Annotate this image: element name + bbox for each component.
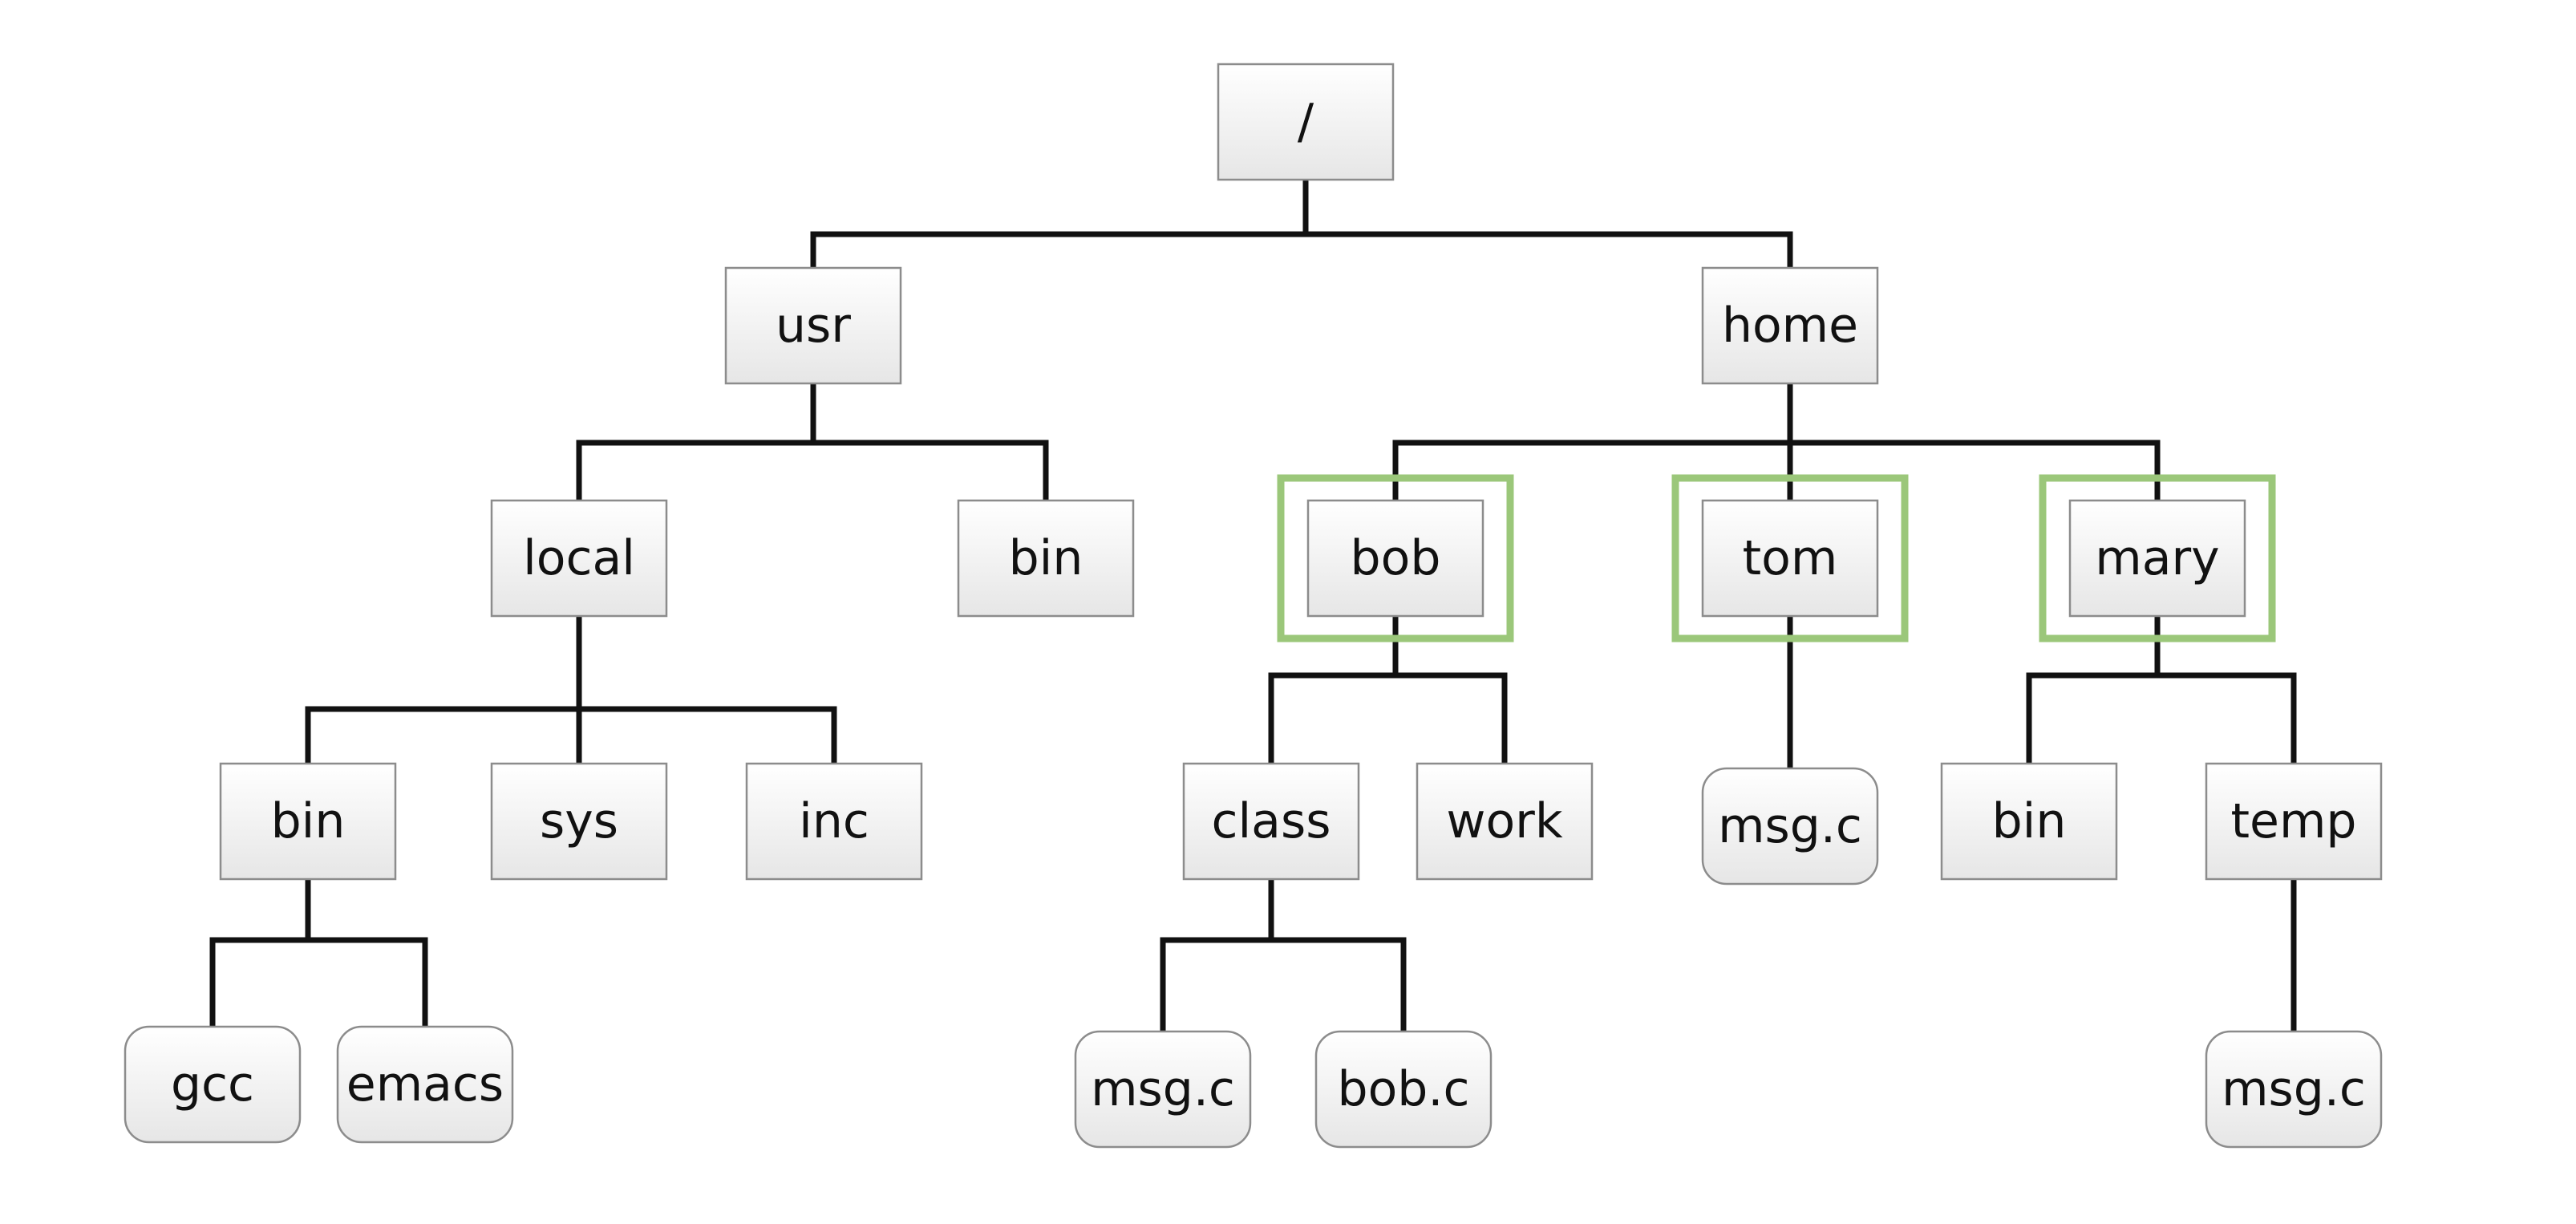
- node-label: sys: [540, 793, 618, 849]
- node-label: class: [1212, 793, 1331, 849]
- highlight-frame-bob: [1277, 474, 1514, 642]
- file-box: [124, 1025, 302, 1144]
- directory-box: [1416, 762, 1594, 881]
- file-box: [336, 1025, 514, 1144]
- node-label: bob.c: [1338, 1061, 1470, 1117]
- directory-node-work: work: [1416, 762, 1594, 881]
- directory-box: [1701, 499, 1879, 618]
- directory-box: [219, 762, 397, 881]
- directory-box: [1182, 762, 1360, 881]
- directory-node-bin: bin: [1940, 762, 2118, 881]
- node-label: msg.c: [1718, 798, 1862, 854]
- directory-box: [1306, 499, 1484, 618]
- directory-node-local: local: [490, 499, 668, 618]
- directory-box: [490, 762, 668, 881]
- directory-box: [1940, 762, 2118, 881]
- file-box: [1074, 1030, 1252, 1149]
- file-node-msg-c: msg.c: [1701, 767, 1879, 886]
- file-node-msg-c: msg.c: [2205, 1030, 2383, 1149]
- directory-node-bin: bin: [957, 499, 1135, 618]
- node-label: local: [523, 530, 635, 586]
- directory-node-sys: sys: [490, 762, 668, 881]
- node-label: tom: [1743, 530, 1838, 586]
- directory-node-tom: tom: [1701, 499, 1879, 618]
- file-node-msg-c: msg.c: [1074, 1030, 1252, 1149]
- file-box: [2205, 1030, 2383, 1149]
- node-label: work: [1446, 793, 1562, 849]
- highlight-frames: [1277, 474, 2276, 642]
- node-label: gcc: [171, 1056, 254, 1113]
- node-label: mary: [2095, 530, 2219, 586]
- file-box: [1701, 767, 1879, 886]
- directory-box: [1701, 266, 1879, 385]
- directory-node-temp: temp: [2205, 762, 2383, 881]
- directory-box: [957, 499, 1135, 618]
- directory-node-mary: mary: [2068, 499, 2246, 618]
- file-node-bob-c: bob.c: [1314, 1030, 1493, 1149]
- directory-box: [1217, 63, 1395, 181]
- node-label: bin: [1009, 530, 1083, 586]
- file-box: [1314, 1030, 1493, 1149]
- node-label: inc: [799, 793, 869, 849]
- highlight-frame-tom: [1671, 474, 1909, 642]
- node-label: bin: [271, 793, 346, 849]
- node-label: bob: [1351, 530, 1441, 586]
- directory-box: [2205, 762, 2383, 881]
- node-label: bin: [1992, 793, 2067, 849]
- directory-box: [490, 499, 668, 618]
- node-label: temp: [2231, 793, 2357, 849]
- node-label: home: [1722, 298, 1858, 354]
- directory-node-usr: usr: [724, 266, 902, 385]
- node-label: msg.c: [1091, 1061, 1235, 1117]
- directory-node-home: home: [1701, 266, 1879, 385]
- node-label: msg.c: [2222, 1061, 2366, 1117]
- directory-node-root: /: [1217, 63, 1395, 181]
- directory-node-inc: inc: [745, 762, 923, 881]
- directory-node-bob: bob: [1306, 499, 1484, 618]
- file-node-emacs: emacs: [336, 1025, 514, 1144]
- highlight-frame-mary: [2039, 474, 2276, 642]
- node-label: emacs: [346, 1056, 504, 1113]
- directory-node-class: class: [1182, 762, 1360, 881]
- tree-nodes: / usr local bin gcc emacs sys inc bin home bob clas…: [124, 63, 2383, 1149]
- node-label: /: [1298, 94, 1314, 150]
- file-node-gcc: gcc: [124, 1025, 302, 1144]
- directory-node-bin: bin: [219, 762, 397, 881]
- directory-box: [724, 266, 902, 385]
- directory-box: [745, 762, 923, 881]
- directory-box: [2068, 499, 2246, 618]
- node-label: usr: [776, 298, 851, 354]
- tree-edges: [209, 176, 2297, 1035]
